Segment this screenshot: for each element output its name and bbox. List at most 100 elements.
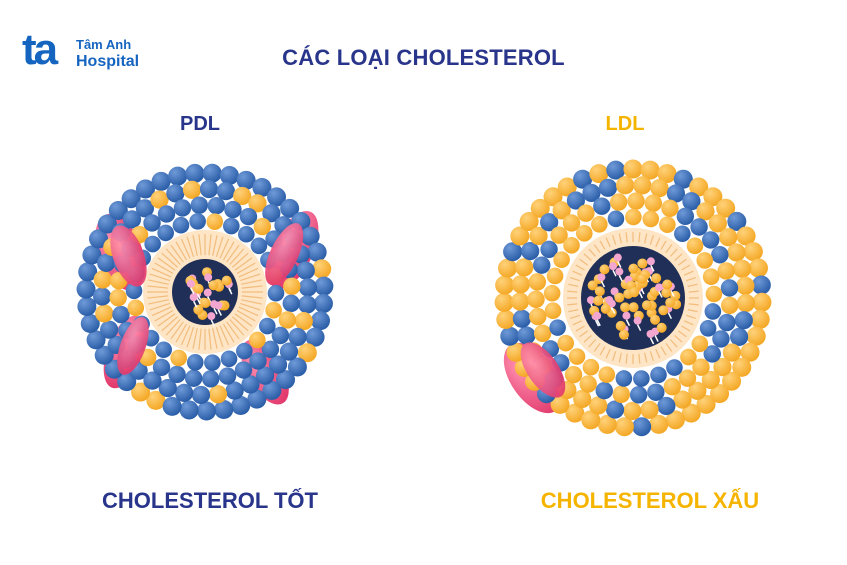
lipid-tail — [588, 339, 596, 348]
orange-sphere — [564, 365, 583, 384]
blue-sphere — [268, 355, 288, 374]
blue-sphere — [166, 184, 185, 203]
blue-sphere — [152, 358, 171, 377]
blue-sphere — [647, 383, 665, 401]
blue-sphere — [298, 278, 318, 297]
core-lipid — [620, 302, 631, 313]
core-lipid — [637, 258, 648, 269]
apolipoprotein-shape — [110, 225, 147, 287]
orange-sphere — [732, 357, 752, 377]
blue-sphere — [175, 383, 194, 402]
blue-sphere — [94, 345, 114, 365]
orange-sphere — [597, 414, 617, 434]
logo-subtitle: Hospital — [76, 53, 140, 70]
core-lipid — [600, 303, 611, 314]
lipid-tail — [611, 307, 616, 314]
lipid-tail — [241, 285, 263, 289]
orange-sphere — [722, 371, 742, 391]
lipid-tail — [219, 325, 230, 346]
lipid-tail — [599, 240, 606, 250]
blue-sphere — [191, 385, 211, 405]
orange-sphere — [680, 348, 697, 366]
orange-sphere — [696, 202, 715, 221]
lipid-tail — [681, 325, 691, 332]
lipid-tail — [170, 244, 184, 263]
lipid-tail — [208, 234, 212, 256]
blue-sphere — [271, 326, 290, 345]
blue-sphere — [673, 169, 693, 189]
orange-sphere — [696, 252, 714, 269]
right-particle-caption: CHOLESTEROL XẤU — [540, 488, 760, 513]
orange-sphere — [109, 289, 127, 307]
orange-sphere — [150, 190, 169, 209]
left-particle-caption: CHOLESTEROL TỐT — [102, 488, 318, 513]
lipid-tail — [208, 328, 212, 350]
blue-sphere — [727, 211, 747, 231]
lipid-tail — [568, 309, 579, 313]
lipid-tail — [638, 232, 641, 243]
blue-sphere — [173, 199, 192, 217]
orange-sphere — [710, 384, 730, 404]
orange-sphere — [498, 258, 518, 278]
blue-sphere — [310, 311, 330, 331]
lipid-tail — [677, 258, 687, 266]
blue-sphere — [582, 183, 601, 203]
lipid-tail — [192, 328, 198, 349]
orange-sphere — [515, 258, 534, 277]
blue-sphere — [533, 256, 551, 274]
lipid-tail — [236, 309, 256, 322]
orange-sphere — [529, 226, 548, 246]
lipid-tail — [683, 270, 694, 276]
lipid-tail — [572, 270, 583, 276]
orange-sphere — [703, 187, 723, 207]
blue-sphere — [566, 191, 586, 210]
blue-sphere — [76, 279, 96, 299]
apolipoprotein-shape — [265, 223, 304, 286]
orange-sphere — [642, 210, 660, 228]
blue-sphere — [241, 375, 260, 394]
right-particle-name: LDL — [605, 113, 645, 135]
orange-sphere — [659, 216, 676, 233]
lipid-tail — [234, 257, 253, 271]
orange-sphere — [719, 228, 738, 247]
blue-sphere — [157, 224, 174, 242]
core-lipid — [613, 253, 622, 262]
orange-sphere — [623, 159, 643, 179]
blue-sphere — [158, 378, 177, 398]
orange-sphere — [506, 342, 526, 362]
blue-sphere — [699, 320, 717, 337]
blue-sphere — [720, 279, 739, 297]
lipid-tail — [226, 244, 240, 263]
lipid-tail — [192, 235, 198, 256]
blue-sphere — [258, 317, 276, 335]
lipid-tail — [161, 252, 178, 268]
blue-sphere — [112, 305, 130, 324]
lipid-tail — [670, 290, 675, 297]
blue-sphere — [500, 326, 520, 346]
blue-sphere — [92, 287, 112, 306]
lipid-tail — [186, 236, 195, 257]
lipid-tail — [625, 353, 628, 364]
blue-sphere — [540, 213, 559, 232]
lipid-tail — [687, 283, 698, 287]
blue-sphere — [313, 294, 333, 314]
core-lipid — [586, 296, 595, 305]
lipid-tail — [618, 233, 622, 244]
blue-sphere — [204, 354, 221, 371]
lipid-tail — [567, 303, 578, 306]
orange-sphere — [746, 326, 766, 346]
lipid-tail — [170, 321, 184, 340]
lipid-tail — [222, 323, 235, 343]
orange-sphere — [701, 370, 720, 390]
blue-sphere — [231, 396, 251, 416]
lipid-tail — [617, 261, 622, 268]
blue-sphere — [108, 200, 128, 220]
lipid-tail — [175, 323, 188, 343]
lipid-tail — [640, 287, 645, 295]
blue-sphere — [593, 197, 611, 215]
blue-sphere — [151, 171, 171, 191]
blue-sphere — [549, 319, 566, 336]
core-lipid — [615, 320, 626, 331]
blue-sphere — [615, 370, 633, 387]
blue-sphere — [122, 210, 142, 229]
